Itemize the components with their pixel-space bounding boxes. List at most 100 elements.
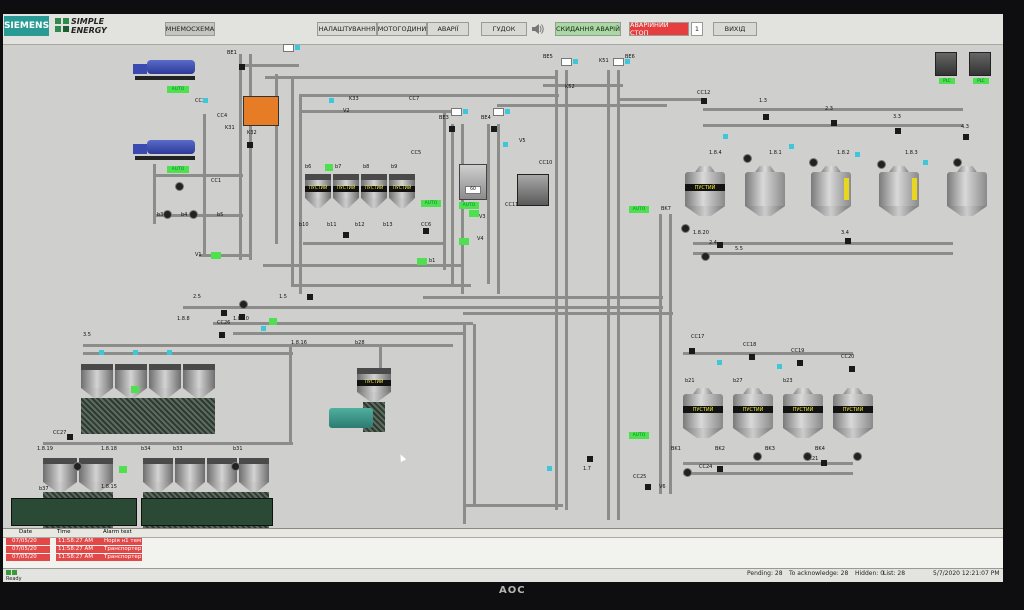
tag-v4: V4 bbox=[477, 236, 484, 242]
hopper-1-8-15[interactable] bbox=[79, 458, 113, 492]
mouse-cursor bbox=[397, 453, 407, 462]
hopper-1-8-5[interactable] bbox=[81, 364, 113, 398]
tag-3-3: 3.3 bbox=[893, 114, 901, 120]
settings-button[interactable]: НАЛАШТУВАННЯ bbox=[317, 22, 377, 36]
tag-cc21: CC21 bbox=[805, 456, 819, 462]
separator-machine[interactable] bbox=[517, 174, 549, 206]
bin-b7[interactable]: ПУСТИЙ bbox=[333, 174, 359, 208]
tag-1-5: 1.5 bbox=[279, 294, 287, 300]
tag-cc5: CC5 bbox=[411, 150, 422, 156]
tag-v1: V1 bbox=[195, 252, 202, 258]
tag-k52: K52 bbox=[565, 84, 575, 90]
silo-b27[interactable]: ПУСТИЙ bbox=[733, 388, 773, 440]
loading-bin-b28[interactable]: ПУСТИЙ bbox=[357, 368, 391, 402]
rail-wagon-1[interactable] bbox=[11, 498, 137, 526]
loading-truck[interactable] bbox=[329, 408, 373, 428]
tag-b8: b8 bbox=[363, 164, 370, 170]
siemens-logo: SIEMENS bbox=[4, 16, 49, 36]
tag-b37: b37 bbox=[39, 486, 49, 492]
tag-cc26: CC26 bbox=[217, 320, 231, 326]
tag-bk4: BK4 bbox=[815, 446, 825, 452]
silo-1-8-1[interactable] bbox=[745, 166, 785, 218]
tag-k32: K32 bbox=[247, 130, 257, 136]
tag-v3: V3 bbox=[479, 214, 486, 220]
alarm-col-date: Date bbox=[19, 529, 33, 535]
tag-1-8-16: 1.8.16 bbox=[291, 340, 307, 346]
silo-b23[interactable]: ПУСТИЙ bbox=[783, 388, 823, 440]
horn-icon[interactable] bbox=[530, 22, 544, 36]
silo-1-8-2[interactable] bbox=[811, 166, 851, 218]
silo-1-8-4[interactable]: ПУСТИЙ bbox=[685, 166, 725, 218]
tag-bk3: BK3 bbox=[765, 446, 775, 452]
tag-2-3: 2.3 bbox=[825, 106, 833, 112]
hopper-b33[interactable] bbox=[175, 458, 205, 492]
silo-cc20[interactable]: ПУСТИЙ bbox=[833, 388, 873, 440]
horn-button[interactable]: ГУДОК bbox=[481, 22, 527, 36]
tag-b6: b6 bbox=[305, 164, 312, 170]
hopper-1-8-6[interactable] bbox=[115, 364, 147, 398]
silo-b21[interactable]: ПУСТИЙ bbox=[683, 388, 723, 440]
tag-4-3: 4.3 bbox=[961, 124, 969, 130]
tag-b21: b21 bbox=[685, 378, 695, 384]
tag-cc10: CC10 bbox=[539, 160, 553, 166]
tag-cc24: CC24 bbox=[699, 464, 713, 470]
exit-button[interactable]: ВИХІД bbox=[713, 22, 757, 36]
bin-b8[interactable]: ПУСТИЙ bbox=[361, 174, 387, 208]
silo-4-3[interactable] bbox=[947, 166, 987, 218]
tag-b5: b5 bbox=[217, 212, 224, 218]
hopper-1-8-7[interactable] bbox=[149, 364, 181, 398]
bin-b9[interactable]: ПУСТИЙ bbox=[389, 174, 415, 208]
tag-3-5: 3.5 bbox=[83, 332, 91, 338]
bin-b6[interactable]: ПУСТИЙ bbox=[305, 174, 331, 208]
emergency-stop-button[interactable]: АВАРІЙНИЙ СТОП bbox=[629, 21, 689, 37]
hopper-1-8-13[interactable] bbox=[183, 364, 215, 398]
tag-cc11: CC11 bbox=[505, 202, 519, 208]
plc-1-icon[interactable]: PLC bbox=[935, 52, 957, 84]
alarm-time: 11:58:27 AM bbox=[56, 546, 102, 553]
tag-1-8-1: 1.8.1 bbox=[769, 150, 782, 156]
hopper-b34[interactable] bbox=[143, 458, 173, 492]
tag-cc3: CC3 bbox=[195, 98, 206, 104]
hopper-1-8-19[interactable] bbox=[43, 458, 77, 492]
truck-unloading-1[interactable] bbox=[133, 58, 195, 88]
alarms-button[interactable]: АВАРІЇ bbox=[427, 22, 469, 36]
tag-b1: b1 bbox=[429, 258, 436, 264]
tag-k33: K33 bbox=[349, 96, 359, 102]
mnemo-button[interactable]: МНЕМОСХЕМА bbox=[165, 22, 215, 36]
plc-2-icon[interactable]: PLC bbox=[969, 52, 991, 84]
silo-row-2-status: AUTO bbox=[629, 432, 649, 439]
tag-cc6: CC6 bbox=[421, 222, 432, 228]
alarm-col-time: Time bbox=[57, 529, 71, 535]
tag-b28: b28 bbox=[355, 340, 365, 346]
tag-bk1: BK1 bbox=[671, 446, 681, 452]
tag-v6: V6 bbox=[659, 484, 666, 490]
logo-line-2: ENERGY bbox=[71, 26, 107, 35]
alarm-list[interactable]: Date Time Alarm text 07/05/20 11:58:27 A… bbox=[3, 528, 1003, 573]
tag-bk2: BK2 bbox=[715, 446, 725, 452]
tag-1-8-19: 1.8.19 bbox=[37, 446, 53, 452]
hopper-b32[interactable] bbox=[207, 458, 237, 492]
tag-k31: K31 bbox=[225, 125, 235, 131]
hopper-b31[interactable] bbox=[239, 458, 269, 492]
tag-1-8-3: 1.8.3 bbox=[905, 150, 918, 156]
simple-energy-icon bbox=[55, 18, 69, 32]
truck-unloading-2[interactable] bbox=[133, 138, 195, 168]
silo-1-8-3[interactable] bbox=[879, 166, 919, 218]
motohours-button[interactable]: МОТОГОДИНИ bbox=[377, 22, 427, 36]
alarm-toolbar-icons[interactable] bbox=[6, 570, 18, 576]
tag-bk7: BK7 bbox=[661, 206, 671, 212]
tag-b13: b13 bbox=[383, 222, 393, 228]
status-to-acknowledge: To acknowledge: 28 bbox=[789, 570, 849, 577]
tag-cc19: CC19 bbox=[791, 348, 805, 354]
tag-1-8-8: 1.8.8 bbox=[177, 316, 190, 322]
reset-alarms-button[interactable]: СКИДАННЯ АВАРІЙ bbox=[555, 22, 621, 36]
tag-b9: b9 bbox=[391, 164, 398, 170]
dryer-unit[interactable] bbox=[243, 96, 279, 126]
alarm-text: Норія н1 тем bbox=[102, 538, 142, 545]
tag-b7: b7 bbox=[335, 164, 342, 170]
tag-1-8-18: 1.8.18 bbox=[101, 446, 117, 452]
weigher-unit[interactable] bbox=[459, 164, 487, 200]
tag-1-3: 1.3 bbox=[759, 98, 767, 104]
tag-b11: b11 bbox=[327, 222, 337, 228]
rail-wagon-2[interactable] bbox=[141, 498, 273, 526]
